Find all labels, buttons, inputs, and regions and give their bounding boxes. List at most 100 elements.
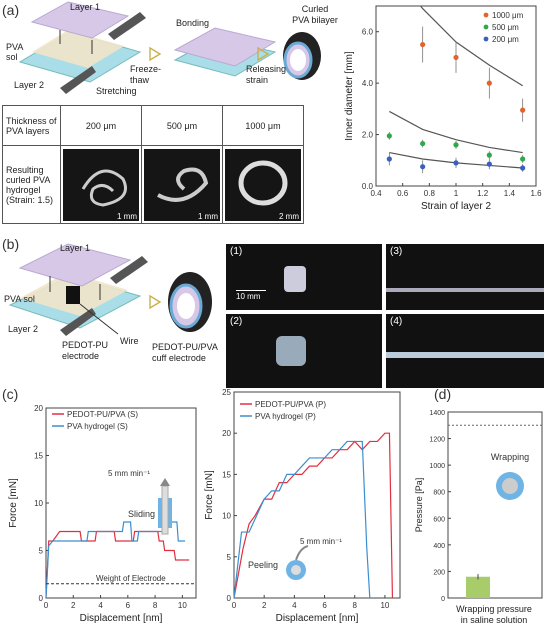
- data-point: [420, 41, 426, 48]
- legend-label: 200 μm: [492, 35, 519, 44]
- y-tick-label: 200: [433, 569, 445, 576]
- x-tick-label: 4: [292, 601, 297, 610]
- x-tick-label: 10: [178, 601, 187, 610]
- panel-label-c: (c): [2, 386, 19, 402]
- panel-label-d: (d): [434, 386, 452, 402]
- plot-frame: [233, 391, 401, 599]
- nerve-image: [386, 352, 544, 358]
- y-axis-label: Inner diameter [mm]: [344, 51, 355, 141]
- annotation-speed: 5 mm min⁻¹: [108, 469, 150, 478]
- pva-sol: [32, 30, 124, 68]
- pressure-bar: [466, 576, 490, 598]
- curl-image-500: [157, 167, 209, 202]
- triangle-arrow2: [257, 46, 270, 62]
- b-triangle: [149, 294, 162, 310]
- x-tick-label: 0: [232, 601, 237, 610]
- y-axis-label: Force [mN]: [204, 470, 215, 520]
- x-tick-label: 1: [454, 189, 459, 198]
- y-tick-label: 400: [433, 543, 445, 550]
- photo-4: (4): [386, 314, 544, 388]
- sliding-icon-rod: [161, 485, 169, 535]
- y-tick-label: 0: [227, 594, 232, 603]
- y-tick-label: 4.0: [362, 79, 374, 88]
- panel-label-b: (b): [2, 236, 20, 252]
- y-axis-label: Force [mN]: [8, 478, 19, 528]
- data-point: [453, 160, 459, 166]
- y-tick-label: 20: [222, 429, 231, 438]
- data-point: [486, 152, 492, 158]
- scale-bar-1000: 2 mm: [279, 211, 299, 221]
- layer2-label: Layer 2: [14, 80, 45, 90]
- y-tick-label: 15: [34, 452, 43, 461]
- b-pva-sol-label: PVA sol: [4, 294, 35, 304]
- annotation-speed: 5 mm min⁻¹: [300, 537, 342, 546]
- b-layer1: [18, 243, 132, 287]
- b-pedot-label: PEDOT-PU electrode: [62, 340, 109, 361]
- photo-3-label: (3): [390, 246, 403, 257]
- photo-4-label: (4): [390, 316, 403, 327]
- x-tick-label: 1.2: [477, 189, 489, 198]
- y-tick-label: 1200: [429, 437, 445, 444]
- y-tick-label: 25: [222, 388, 231, 397]
- b-layer2-label: Layer 2: [8, 324, 39, 334]
- series-line-1: [233, 440, 371, 599]
- thickness-table: Thickness of PVA layers 200 μm 500 μm 10…: [2, 105, 304, 224]
- data-point: [520, 156, 526, 162]
- x-tick-label: 6: [126, 601, 131, 610]
- series-line-1: [45, 521, 186, 599]
- curled-bilayer-label: Curled PVA bilayer: [292, 4, 338, 25]
- b-wire-label: Wire: [120, 336, 139, 346]
- photo-500: 1 mm: [144, 148, 220, 221]
- data-point: [386, 156, 392, 162]
- y-tick-label: 2.0: [362, 131, 374, 140]
- x-tick-label: 2: [262, 601, 267, 610]
- annotation-peeling: Peeling: [248, 560, 278, 570]
- x-tick-label: 0: [44, 601, 49, 610]
- data-point: [420, 140, 426, 147]
- x-axis-label: Displacement [nm]: [276, 613, 359, 624]
- y-axis-label: Pressure [Pa]: [414, 478, 424, 533]
- layer1-plate: [30, 1, 130, 39]
- stretching-label: Stretching: [96, 86, 137, 96]
- y-tick-label: 15: [222, 470, 231, 479]
- b-layer1-label: Layer 1: [60, 243, 91, 253]
- sliding-icon-arrow: [160, 478, 170, 486]
- y-tick-label: 1400: [429, 410, 445, 417]
- legend-marker: [483, 12, 489, 18]
- b-cuff-hole: [177, 293, 195, 319]
- photo-2: (2): [226, 314, 382, 388]
- scale-bar-line: [236, 290, 266, 291]
- y-tick-label: 0.0: [362, 182, 374, 191]
- data-point: [453, 54, 459, 61]
- annotation-weight: Weight of Electrode: [96, 574, 166, 583]
- photo-200: 1 mm: [63, 148, 139, 221]
- triangle-arrow1: [149, 46, 162, 62]
- freeze-thaw-label: Freeze-thaw: [130, 64, 162, 85]
- layer1-label: Layer 1: [70, 2, 101, 12]
- y-tick-label: 5: [39, 547, 44, 556]
- plot-frame: [45, 407, 197, 599]
- data-point: [453, 142, 459, 148]
- panel-b-schematic: [8, 243, 212, 336]
- y-tick-label: 5: [227, 553, 232, 562]
- thickness-header: Thickness of PVA layers: [2, 105, 61, 146]
- annotation-wrapping: Wrapping: [491, 452, 529, 462]
- y-tick-label: 0: [39, 594, 44, 603]
- y-tick-label: 10: [222, 512, 231, 521]
- x-tick-label: 8: [353, 601, 358, 610]
- data-point: [520, 165, 526, 171]
- series-line-0: [45, 530, 190, 599]
- b-arrow-top: [110, 256, 148, 284]
- x-axis-label: Displacement [nm]: [80, 613, 163, 624]
- scale-bar-500: 1 mm: [198, 211, 218, 221]
- x-tick-label: 8: [153, 601, 158, 610]
- legend-label: PVA hydrogel (P): [255, 412, 316, 421]
- data-point: [420, 164, 426, 170]
- pva-sol-label: PVA sol: [6, 42, 23, 62]
- col-500: 500 μm: [141, 105, 223, 146]
- peeling-icon-core: [291, 565, 301, 575]
- stretch-arrow-bottom: [60, 66, 96, 94]
- y-tick-label: 1000: [429, 463, 445, 470]
